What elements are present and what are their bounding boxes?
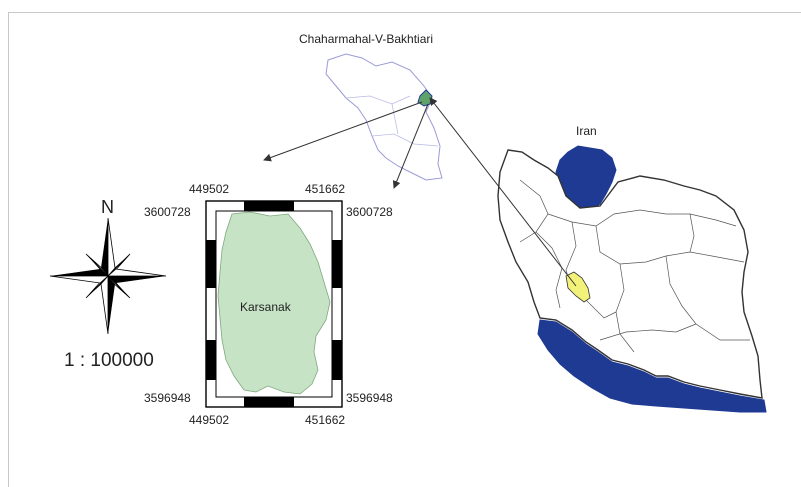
figure-border-top xyxy=(8,12,801,13)
arrow-to-inset-left xyxy=(263,101,423,162)
north-arrow-icon xyxy=(49,217,167,335)
province-label: Chaharmahal-V-Bakhtiari xyxy=(299,32,434,46)
site-label: Karsanak xyxy=(240,300,291,314)
connector-arrows xyxy=(263,97,577,287)
province-boundaries xyxy=(519,179,750,353)
province-outline xyxy=(325,53,443,181)
coord-left-bottom-y: 3596948 xyxy=(144,391,191,405)
coord-right-top-y: 3600728 xyxy=(346,205,393,219)
country-label: Iran xyxy=(576,124,597,138)
inset-frame xyxy=(205,200,343,408)
coord-top-right-x: 451662 xyxy=(305,182,346,196)
scale-label: 1 : 100000 xyxy=(64,350,154,371)
arrow-to-province xyxy=(429,97,577,287)
iran-outline xyxy=(497,149,763,399)
coord-top-left-x: 449502 xyxy=(189,182,230,196)
north-label: N xyxy=(101,197,114,217)
karsanak-area xyxy=(217,211,331,395)
coord-left-top-y: 3600728 xyxy=(144,205,191,219)
province-map xyxy=(325,53,443,181)
figure-border-left xyxy=(8,12,9,487)
coord-right-bottom-y: 3596948 xyxy=(346,391,393,405)
iran-map xyxy=(497,145,767,413)
province-highlight xyxy=(565,271,591,303)
coord-bottom-left-x: 449502 xyxy=(189,413,230,427)
persian-gulf xyxy=(537,319,767,413)
arrow-to-inset-right xyxy=(392,103,429,189)
coord-bottom-right-x: 451662 xyxy=(305,413,346,427)
